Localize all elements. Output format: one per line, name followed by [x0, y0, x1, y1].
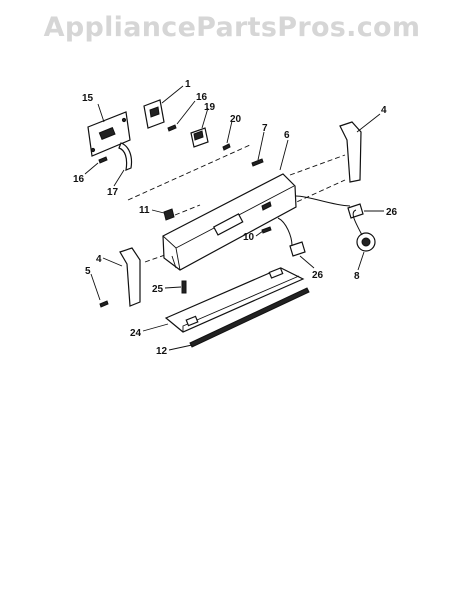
- callout-10: 10: [243, 232, 255, 243]
- bushing-part-11: [163, 208, 175, 221]
- callout-labels: 1 15 16 16 17 19 20 7 6 4 11 26 10 26 8 …: [73, 79, 398, 357]
- callout-16-lower: 16: [73, 174, 85, 185]
- callout-24: 24: [130, 328, 142, 339]
- callout-12: 12: [156, 346, 168, 357]
- connector-part-26-upper: [295, 195, 364, 219]
- callout-17: 17: [107, 187, 119, 198]
- callout-15: 15: [82, 93, 94, 104]
- screw-part-20: [222, 143, 231, 151]
- callout-7: 7: [262, 123, 268, 134]
- panel-bracket-part-24: [164, 267, 305, 333]
- callout-26-upper: 26: [386, 207, 398, 218]
- callout-16-upper: 16: [196, 92, 208, 103]
- trim-strip-part-12: [189, 287, 310, 348]
- bracket-part-1: [143, 99, 165, 129]
- callout-6: 6: [284, 130, 290, 141]
- screw-part-5: [99, 300, 109, 308]
- switch-part-19: [190, 127, 209, 148]
- end-cap-part-4-left: [119, 247, 141, 307]
- callout-19: 19: [204, 102, 216, 113]
- screw-part-16-upper: [167, 124, 177, 132]
- indicator-light-part-8: [352, 209, 376, 252]
- control-board-part-15: [87, 111, 131, 157]
- screw-part-25: [181, 280, 187, 294]
- callout-5: 5: [85, 266, 91, 277]
- callout-1: 1: [185, 79, 191, 90]
- callout-25: 25: [152, 284, 164, 295]
- end-cap-part-4-right: [339, 121, 362, 183]
- callout-4-right: 4: [381, 105, 387, 116]
- watermark-logo: AppliancePartsPros.com: [43, 12, 421, 43]
- callout-leaders: [84, 85, 384, 351]
- screw-part-10: [261, 226, 272, 234]
- callout-20: 20: [230, 114, 242, 125]
- connector-part-26-lower: [277, 217, 306, 257]
- screw-part-16-lower: [98, 156, 108, 164]
- callout-4-left: 4: [96, 254, 102, 265]
- callout-8: 8: [354, 271, 360, 282]
- control-panel-part-6: [162, 173, 297, 271]
- callout-26-lower: 26: [312, 270, 324, 281]
- callout-11: 11: [139, 205, 150, 216]
- screw-part-7: [251, 158, 264, 167]
- clip-part-17: [118, 142, 133, 171]
